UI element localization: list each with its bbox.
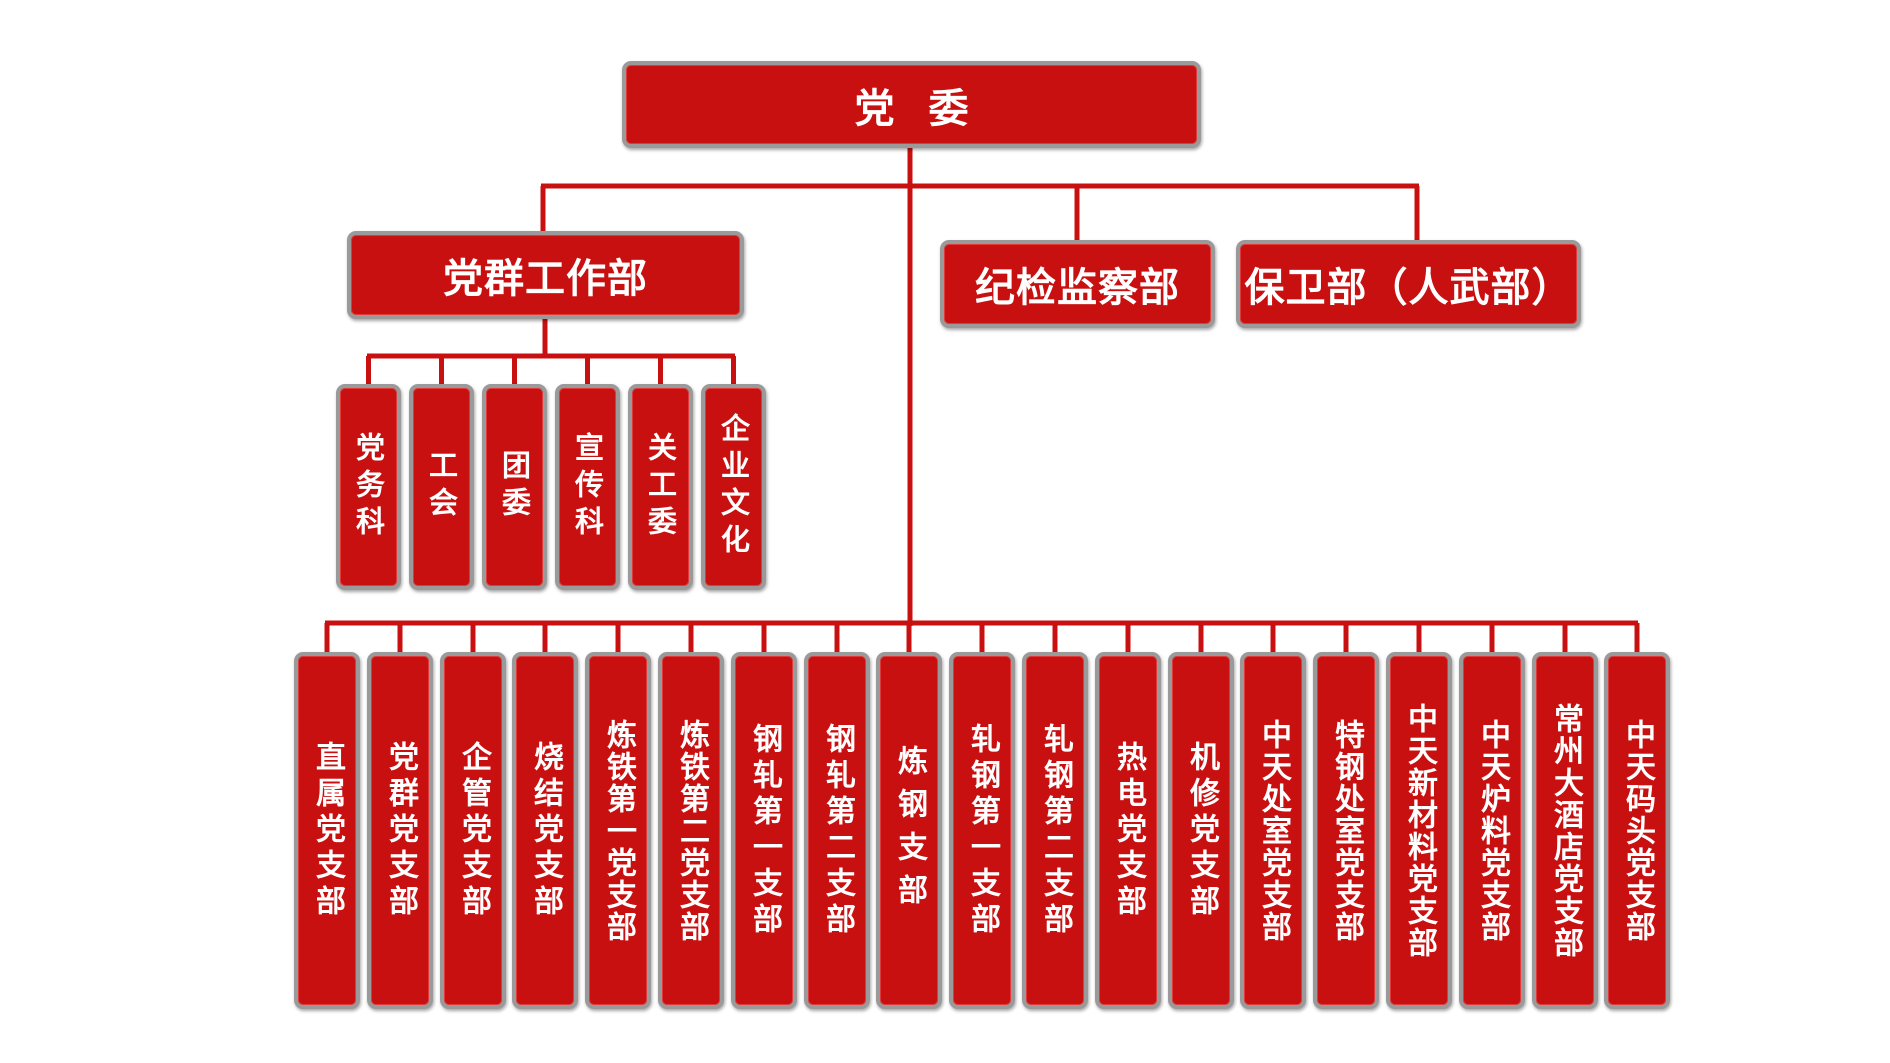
- party-branch-label: 常州大酒店党支部: [1548, 702, 1583, 959]
- party-branch-label: 炼铁第二党支部: [674, 718, 709, 943]
- party-branch-label: 轧钢第二支部: [1038, 722, 1073, 939]
- bao-wei-dept-box: 保卫部（人武部）: [1236, 240, 1581, 328]
- dang-qun-dept-label: 党群工作部: [443, 256, 648, 302]
- party-branch-label: 机修党支部: [1184, 740, 1219, 921]
- ji-jian-dept-box: 纪检监察部: [940, 240, 1215, 328]
- party-branch-label: 轧钢第一支部: [965, 722, 1000, 939]
- party-branch-label: 中天新材料党支部: [1402, 702, 1437, 959]
- dang-qun-section-box: 企业文化: [701, 384, 766, 590]
- dang-qun-section-box: 工会: [409, 384, 474, 590]
- party-branch-box: 炼铁第二党支部: [658, 652, 724, 1009]
- party-branch-box: 党群党支部: [367, 652, 433, 1009]
- party-branch-box: 中天码头党支部: [1604, 652, 1670, 1009]
- dang-qun-section-label: 党务科: [351, 431, 386, 543]
- party-branch-label: 钢轧第一支部: [747, 722, 782, 939]
- party-branch-box: 热电党支部: [1095, 652, 1161, 1009]
- dang-qun-section-label: 团委: [497, 450, 532, 524]
- dang-qun-section-label: 关工委: [643, 431, 678, 543]
- party-branch-box: 中天炉料党支部: [1459, 652, 1525, 1009]
- dang-qun-section-label: 工会: [424, 450, 459, 524]
- ji-jian-dept-label: 纪检监察部: [975, 265, 1180, 311]
- party-branch-box: 中天新材料党支部: [1386, 652, 1452, 1009]
- party-branch-box: 轧钢第一支部: [949, 652, 1015, 1009]
- dang-qun-section-label: 企业文化: [716, 413, 751, 561]
- party-branch-label: 党群党支部: [383, 740, 418, 921]
- party-branch-box: 钢轧第二支部: [804, 652, 870, 1009]
- party-branch-box: 烧结党支部: [512, 652, 578, 1009]
- party-branch-label: 特钢处室党支部: [1329, 718, 1364, 943]
- dang-qun-section-box: 团委: [482, 384, 547, 590]
- party-branch-label: 中天处室党支部: [1256, 718, 1291, 943]
- party-branch-label: 企管党支部: [456, 740, 491, 921]
- party-branch-box: 炼铁第一党支部: [585, 652, 651, 1009]
- party-branch-box: 炼钢支部: [876, 652, 942, 1009]
- dang-qun-dept-box: 党群工作部: [347, 231, 744, 319]
- party-branch-label: 烧结党支部: [528, 740, 563, 921]
- party-branch-box: 中天处室党支部: [1240, 652, 1306, 1009]
- party-branch-box: 机修党支部: [1168, 652, 1234, 1009]
- party-branch-label: 炼钢支部: [892, 744, 927, 917]
- dang-qun-section-box: 宣传科: [555, 384, 620, 590]
- party-branch-label: 热电党支部: [1111, 740, 1146, 921]
- dang-qun-section-box: 关工委: [628, 384, 693, 590]
- party-branch-label: 直属党支部: [310, 740, 345, 921]
- party-branch-box: 轧钢第二支部: [1022, 652, 1088, 1009]
- party-branch-box: 常州大酒店党支部: [1532, 652, 1598, 1009]
- dang-qun-section-box: 党务科: [336, 384, 401, 590]
- party-branch-box: 直属党支部: [294, 652, 360, 1009]
- party-branch-label: 钢轧第二支部: [820, 722, 855, 939]
- top-committee-label: 党委: [854, 85, 1003, 132]
- top-committee-box: 党委: [622, 61, 1201, 148]
- bao-wei-dept-label: 保卫部（人武部）: [1244, 265, 1573, 311]
- party-branch-box: 特钢处室党支部: [1313, 652, 1379, 1009]
- party-branch-label: 中天炉料党支部: [1475, 718, 1510, 943]
- party-branch-box: 钢轧第一支部: [731, 652, 797, 1009]
- party-branch-label: 炼铁第一党支部: [601, 718, 636, 943]
- party-branch-label: 中天码头党支部: [1620, 718, 1655, 943]
- dang-qun-section-label: 宣传科: [570, 431, 605, 543]
- party-branch-box: 企管党支部: [440, 652, 506, 1009]
